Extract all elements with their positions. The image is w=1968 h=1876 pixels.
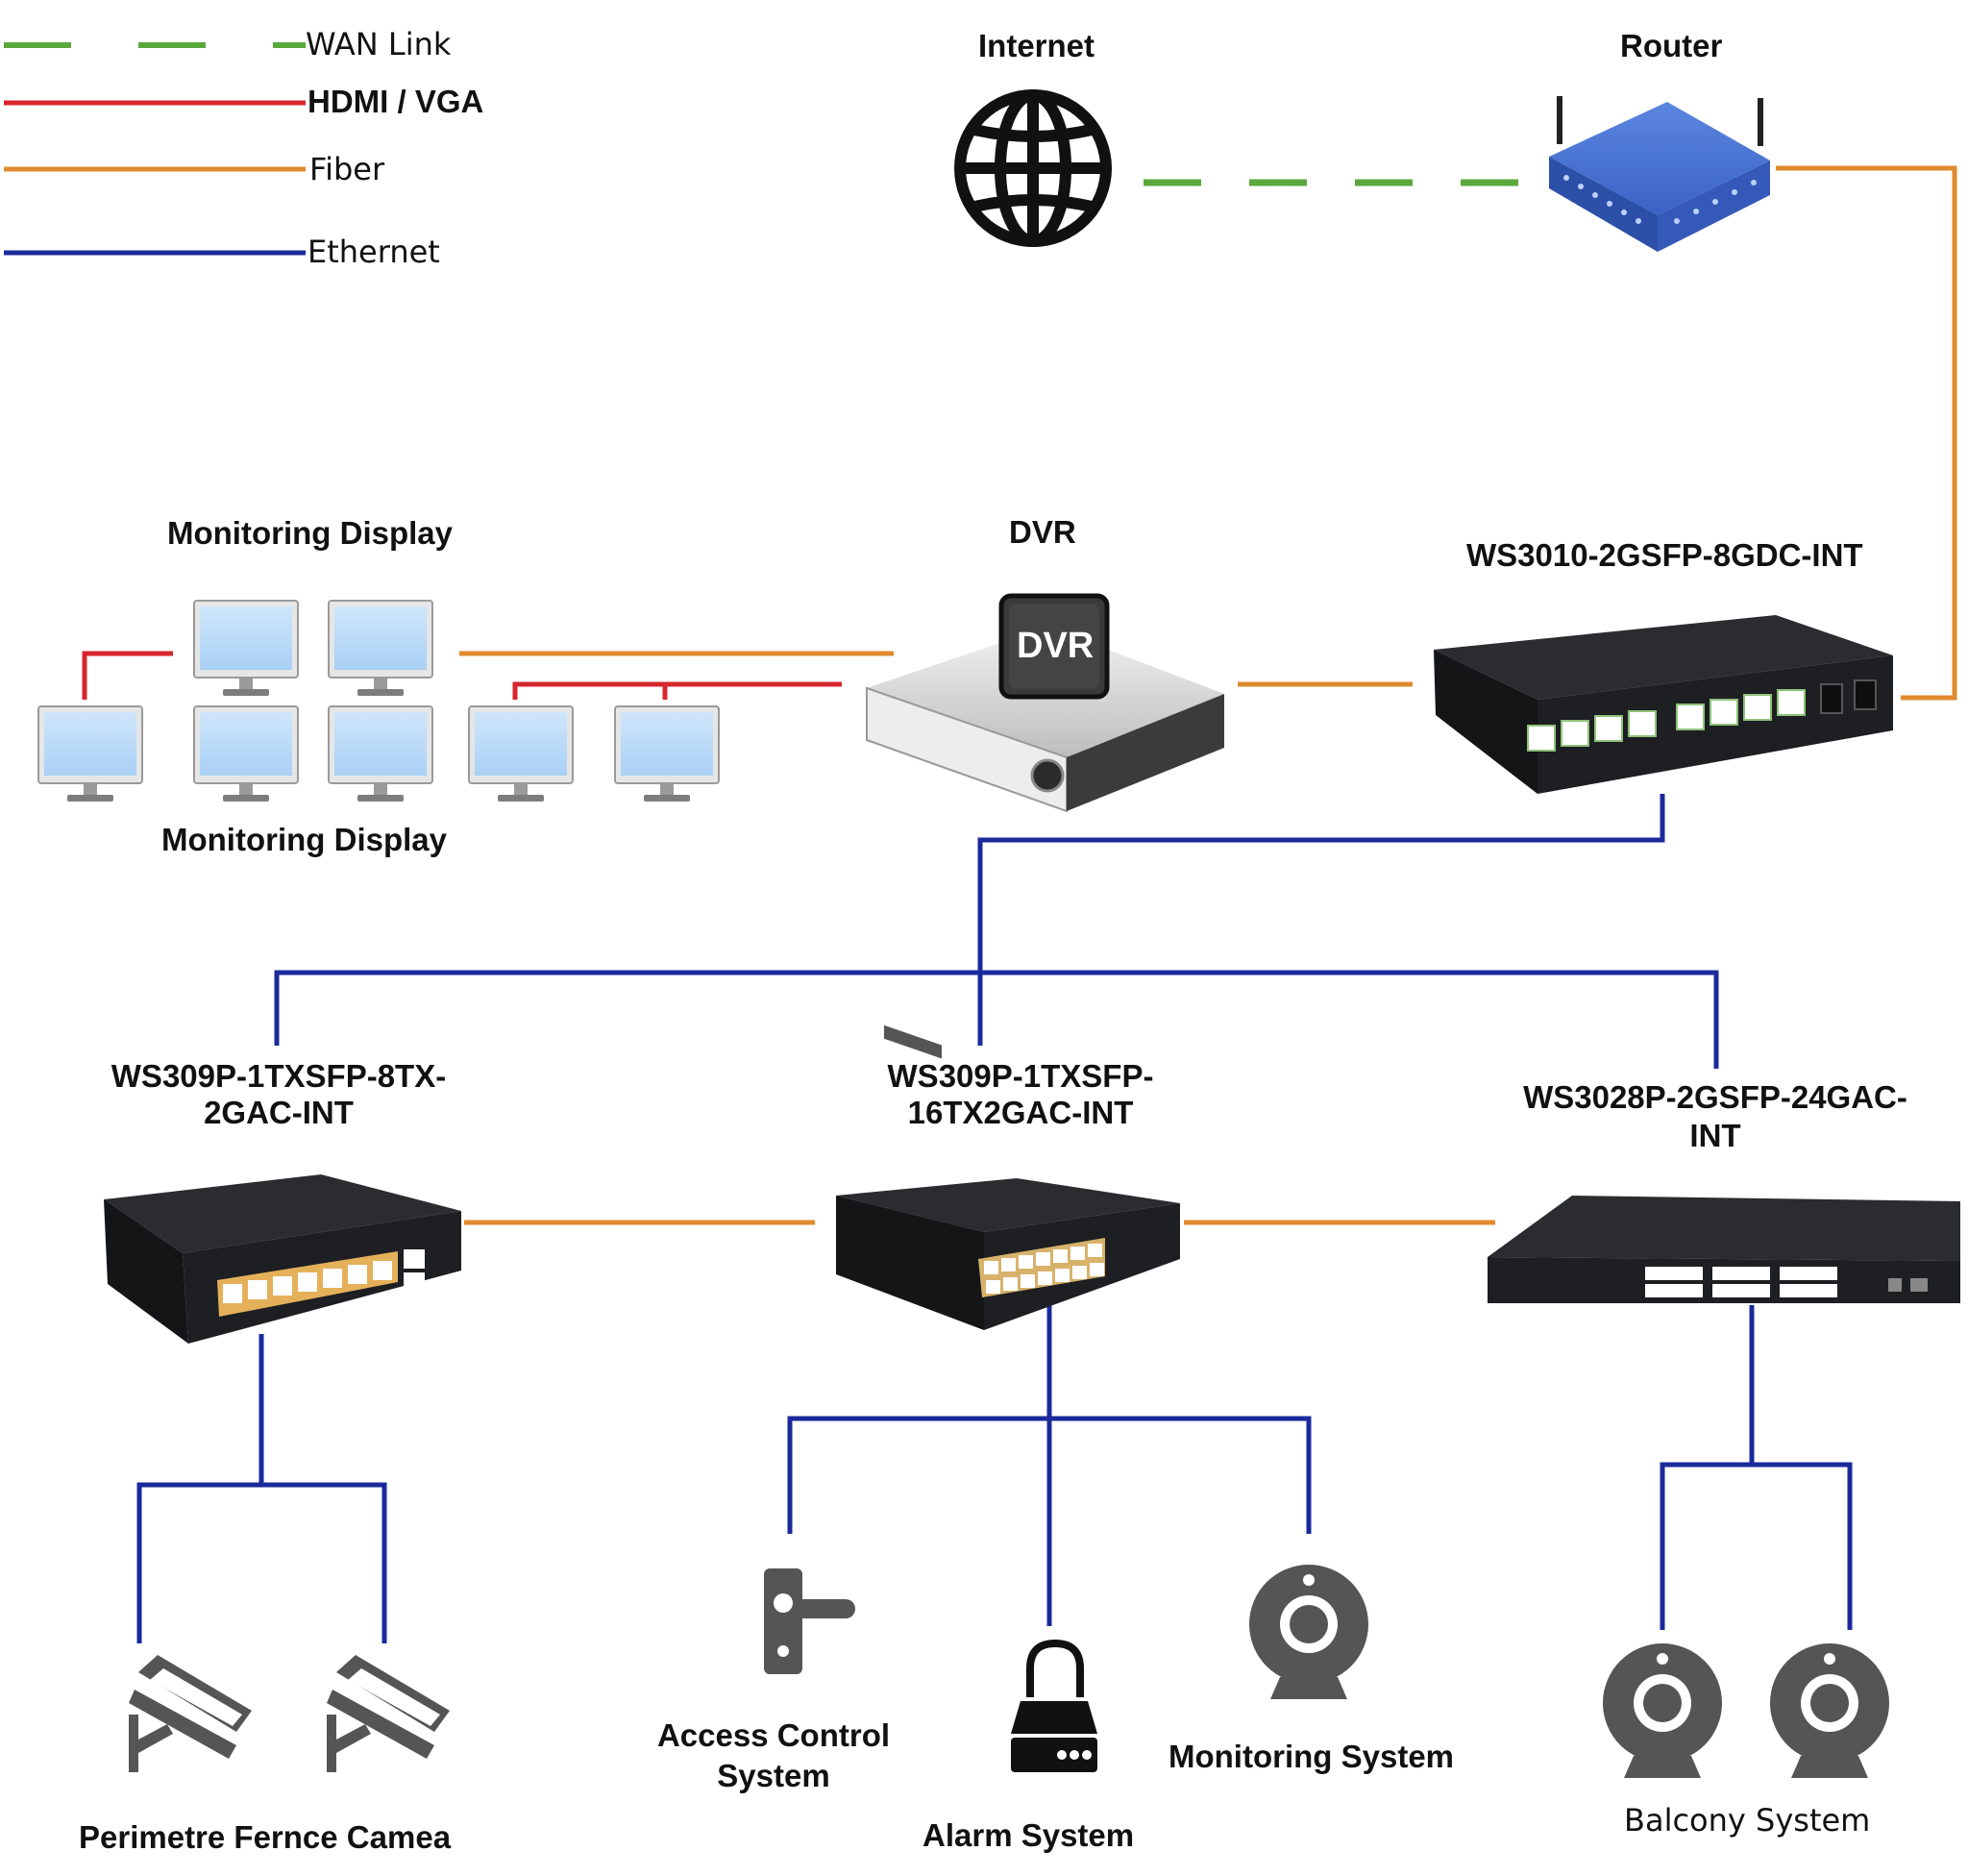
perimeter-camera-label: Perimetre Fernce Camea (79, 1819, 452, 1855)
switch-right-icon (1488, 1196, 1960, 1303)
monitoring-display-top-label: Monitoring Display (167, 515, 453, 551)
switch-right-label-line2: INT (1689, 1118, 1741, 1153)
legend-fiber-label: Fiber (309, 151, 385, 187)
monitoring-webcam-icon (1249, 1565, 1368, 1699)
fiber-links (459, 165, 1957, 1225)
access-control-label-line2: System (717, 1758, 830, 1793)
alarm-lock-icon (1011, 1639, 1097, 1772)
globe-icon (954, 89, 1112, 247)
monitoring-system-label: Monitoring System (1168, 1739, 1455, 1774)
monitor-group-top (193, 600, 433, 697)
core-switch-label: WS3010-2GSFP-8GDC-INT (1466, 537, 1863, 573)
legend-wan-label: WAN Link (306, 26, 452, 62)
switch-left-label-line2: 2GAC-INT (204, 1095, 354, 1130)
hdmi-links (82, 651, 842, 700)
balcony-system-label: Balcony System (1624, 1802, 1871, 1839)
ethernet-links (136, 794, 1853, 1643)
monitoring-display-bottom-label: Monitoring Display (161, 822, 447, 857)
dvr-badge-text: DVR (1017, 626, 1095, 666)
cctv-camera-icon (129, 1655, 450, 1772)
switch-left-icon (104, 1174, 461, 1344)
router-label: Router (1620, 28, 1723, 63)
legend-hdmi-label: HDMI / VGA (308, 84, 484, 119)
internet-label: Internet (978, 28, 1095, 63)
switch-mid-label-line1: WS309P-1TXSFP- (887, 1058, 1154, 1094)
legend (4, 42, 306, 256)
switch-right-label-line1: WS3028P-2GSFP-24GAC- (1523, 1079, 1907, 1115)
switch-mid-icon (836, 1178, 1180, 1330)
door-handle-icon (764, 1568, 855, 1674)
dvr-icon (866, 593, 1224, 1059)
access-control-label-line1: Access Control (656, 1717, 891, 1753)
router-icon (1549, 96, 1770, 252)
monitor-group-bottom (37, 705, 720, 802)
switch-mid-label-line2: 16TX2GAC-INT (907, 1095, 1134, 1130)
core-switch-icon (1434, 615, 1893, 794)
balcony-webcam-icons (1603, 1643, 1889, 1778)
alarm-system-label: Alarm System (922, 1817, 1135, 1853)
dvr-label: DVR (1009, 514, 1076, 550)
switch-left-label-line1: WS309P-1TXSFP-8TX- (111, 1058, 447, 1094)
legend-ethernet-label: Ethernet (308, 234, 440, 270)
